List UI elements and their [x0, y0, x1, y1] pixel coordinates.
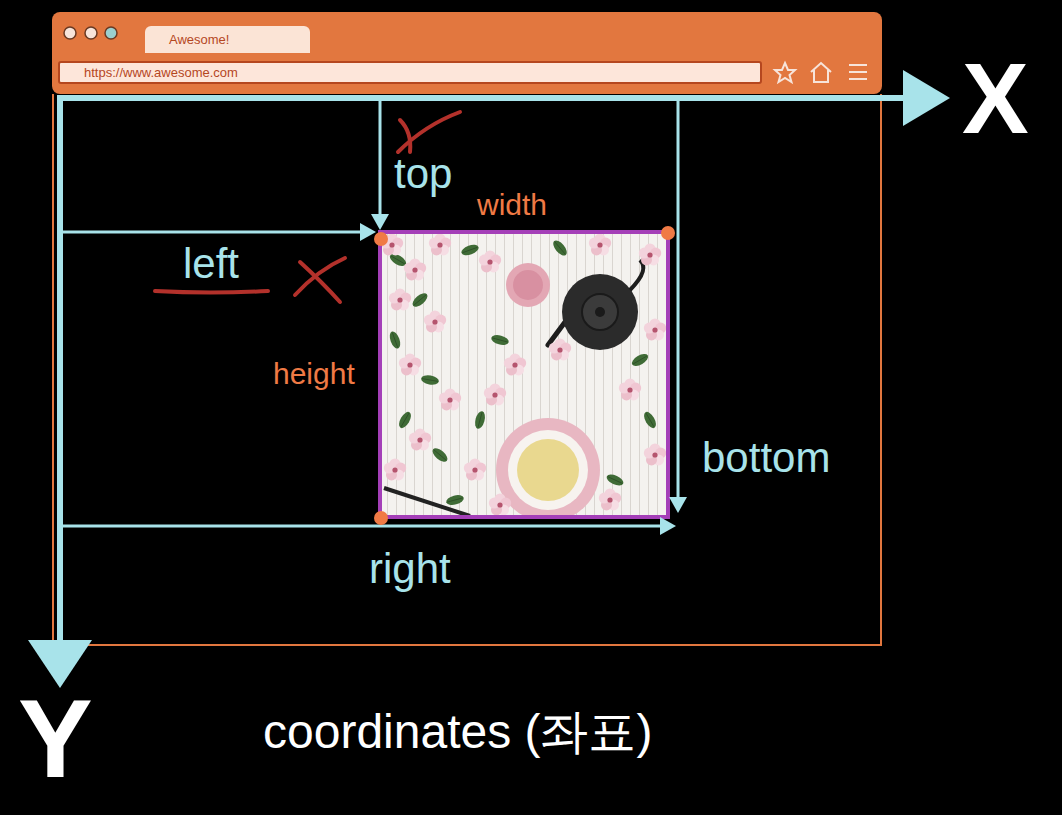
window-button: [105, 27, 117, 39]
axes: [28, 70, 950, 688]
browser-tab: Awesome!: [145, 26, 310, 53]
toolbar-icons: [745, 63, 868, 82]
caption: coordinates (좌표): [263, 708, 652, 756]
measure-arrows: [60, 98, 687, 535]
edge-label: top: [394, 153, 452, 195]
browser-chrome: [52, 12, 882, 94]
underline: [155, 291, 268, 293]
size-label: height: [273, 359, 355, 389]
window-button: [85, 27, 97, 39]
size-label: width: [477, 190, 547, 220]
edge-label: bottom: [702, 437, 830, 479]
node-text: https://www.awesome.com: [84, 65, 238, 80]
browser-window: [52, 12, 882, 645]
check-mark: [398, 112, 460, 152]
address-bar: https://www.awesome.com: [58, 61, 762, 84]
x-axis-head: [903, 70, 950, 126]
cross-mark: [300, 262, 340, 302]
axis-label: Y: [18, 683, 93, 795]
corner-dots: [374, 226, 675, 525]
image-border: [380, 232, 668, 517]
y-axis-head: [28, 640, 92, 688]
red-annotations: [155, 112, 460, 302]
window-button: [64, 27, 76, 39]
axis-label: X: [962, 48, 1029, 148]
edge-label: left: [183, 243, 239, 285]
photo-illustration: [380, 232, 668, 517]
node-text: Awesome!: [169, 32, 229, 47]
edge-label: right: [369, 548, 451, 590]
